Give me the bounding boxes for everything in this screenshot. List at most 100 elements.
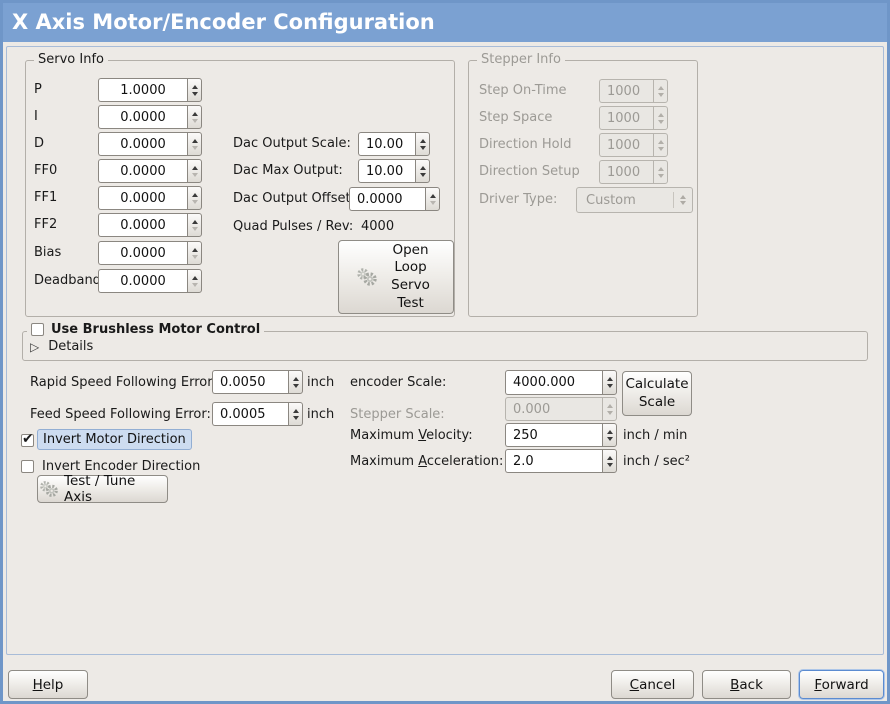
spin-down-icon[interactable] <box>292 383 299 388</box>
dac-max-output-input[interactable]: 10.00 <box>358 159 415 183</box>
dac-max-output-spinbox[interactable]: 10.00 <box>358 159 430 183</box>
ff0-spin-buttons[interactable] <box>187 159 202 183</box>
details-label[interactable]: Details <box>48 339 94 354</box>
spin-up-icon[interactable] <box>191 84 198 89</box>
dac-output-scale-spinbox[interactable]: 10.00 <box>358 132 430 156</box>
rapid-following-error-input[interactable]: 0.0050 <box>212 370 288 394</box>
spin-down-icon[interactable] <box>606 436 613 441</box>
p-spinbox[interactable]: 1.0000 <box>98 78 202 102</box>
spin-up-icon[interactable] <box>191 111 198 116</box>
ff2-spinbox[interactable]: 0.0000 <box>98 213 202 237</box>
spin-buttons[interactable] <box>602 370 617 395</box>
invert-encoder-checkbox[interactable]: ✔ <box>21 460 34 473</box>
ff2-input[interactable]: 0.0000 <box>98 213 187 237</box>
spin-up-icon[interactable] <box>292 376 299 381</box>
spin-up-icon[interactable] <box>419 138 426 143</box>
deadband-input[interactable]: 0.0000 <box>98 269 187 293</box>
ff2-spin-buttons[interactable] <box>187 213 202 237</box>
spin-up-icon[interactable] <box>191 275 198 280</box>
spin-down-icon[interactable] <box>191 226 198 231</box>
dac-max-spin-buttons[interactable] <box>415 159 430 183</box>
spin-buttons[interactable] <box>602 449 617 473</box>
ff1-input[interactable]: 0.0000 <box>98 186 187 210</box>
spin-buttons[interactable] <box>288 370 303 394</box>
encoder-scale-spinbox[interactable]: 4000.000 <box>505 370 617 395</box>
spin-down-icon[interactable] <box>191 172 198 177</box>
p-input[interactable]: 1.0000 <box>98 78 187 102</box>
dac-output-scale-input[interactable]: 10.00 <box>358 132 415 156</box>
spin-down-icon[interactable] <box>292 415 299 420</box>
spin-buttons[interactable] <box>288 402 303 426</box>
spin-down-icon[interactable] <box>606 462 613 467</box>
calculate-scale-button[interactable]: Calculate Scale <box>622 371 692 416</box>
d-spin-buttons[interactable] <box>187 132 202 156</box>
i-input[interactable]: 0.0000 <box>98 105 187 129</box>
p-spin-buttons[interactable] <box>187 78 202 102</box>
feed-following-error-input[interactable]: 0.0005 <box>212 402 288 426</box>
spin-down-icon[interactable] <box>191 199 198 204</box>
invert-motor-label[interactable]: Invert Motor Direction <box>37 429 192 450</box>
spin-down-icon[interactable] <box>419 145 426 150</box>
use-brushless-checkbox[interactable]: ✔ <box>31 323 44 336</box>
i-spin-buttons[interactable] <box>187 105 202 129</box>
ff0-input[interactable]: 0.0000 <box>98 159 187 183</box>
spin-up-icon[interactable] <box>191 219 198 224</box>
spin-up-icon[interactable] <box>191 165 198 170</box>
back-button[interactable]: Back <box>702 670 791 699</box>
spin-up-icon[interactable] <box>292 408 299 413</box>
rapid-following-error-spinbox[interactable]: 0.0050 <box>212 370 303 394</box>
spin-down-icon[interactable] <box>419 172 426 177</box>
invert-encoder-label[interactable]: Invert Encoder Direction <box>42 459 201 474</box>
ff1-spinbox[interactable]: 0.0000 <box>98 186 202 210</box>
spin-down-icon[interactable] <box>191 145 198 150</box>
max-velocity-spinbox[interactable]: 250 <box>505 423 617 447</box>
deadband-label: Deadband <box>34 273 101 288</box>
step-on-time-label: Step On-Time <box>479 83 567 98</box>
spin-down-icon[interactable] <box>191 91 198 96</box>
dac-scale-spin-buttons[interactable] <box>415 132 430 156</box>
bias-spin-buttons[interactable] <box>187 241 202 265</box>
test-tune-axis-button[interactable]: Test / Tune Axis <box>37 473 168 505</box>
max-velocity-input[interactable]: 250 <box>505 423 602 447</box>
ff0-spinbox[interactable]: 0.0000 <box>98 159 202 183</box>
spin-up-icon[interactable] <box>606 377 613 381</box>
spin-down-icon[interactable] <box>191 118 198 123</box>
spin-buttons[interactable] <box>602 423 617 447</box>
spin-down-icon[interactable] <box>191 254 198 259</box>
bias-spinbox[interactable]: 0.0000 <box>98 241 202 265</box>
spin-up-icon[interactable] <box>191 192 198 197</box>
spin-up-icon[interactable] <box>191 247 198 252</box>
invert-motor-checkbox[interactable]: ✔ <box>21 431 34 447</box>
spin-up-icon[interactable] <box>419 165 426 170</box>
deadband-spin-buttons[interactable] <box>187 269 202 293</box>
dac-offset-spin-buttons[interactable] <box>425 187 440 211</box>
d-input[interactable]: 0.0000 <box>98 132 187 156</box>
spin-up-icon[interactable] <box>606 455 613 460</box>
spin-up-icon[interactable] <box>606 429 613 434</box>
rapid-following-error-label: Rapid Speed Following Error: <box>30 375 217 390</box>
spin-up-icon[interactable] <box>191 138 198 143</box>
use-brushless-label[interactable]: Use Brushless Motor Control <box>51 322 261 337</box>
bias-input[interactable]: 0.0000 <box>98 241 187 265</box>
deadband-spinbox[interactable]: 0.0000 <box>98 269 202 293</box>
spin-up-icon[interactable] <box>429 193 436 198</box>
feed-following-error-spinbox[interactable]: 0.0005 <box>212 402 303 426</box>
max-acceleration-input[interactable]: 2.0 <box>505 449 602 473</box>
d-spinbox[interactable]: 0.0000 <box>98 132 202 156</box>
i-spinbox[interactable]: 0.0000 <box>98 105 202 129</box>
spin-down-icon[interactable] <box>429 200 436 205</box>
forward-button[interactable]: Forward <box>799 670 884 699</box>
encoder-scale-input[interactable]: 4000.000 <box>505 370 602 395</box>
cancel-button[interactable]: Cancel <box>611 670 694 699</box>
dac-output-offset-input[interactable]: 0.0000 <box>349 187 425 211</box>
spin-down-icon[interactable] <box>606 384 613 388</box>
d-label: D <box>34 136 45 151</box>
details-expander[interactable]: ▷ Details <box>30 339 93 354</box>
ff1-spin-buttons[interactable] <box>187 186 202 210</box>
dac-output-offset-spinbox[interactable]: 0.0000 <box>349 187 440 211</box>
help-button[interactable]: Help <box>8 670 88 699</box>
spin-down-icon[interactable] <box>191 282 198 287</box>
open-loop-servo-test-button[interactable]: Open Loop Servo Test <box>338 240 454 314</box>
expander-triangle-icon[interactable]: ▷ <box>30 339 40 354</box>
max-acceleration-spinbox[interactable]: 2.0 <box>505 449 617 473</box>
